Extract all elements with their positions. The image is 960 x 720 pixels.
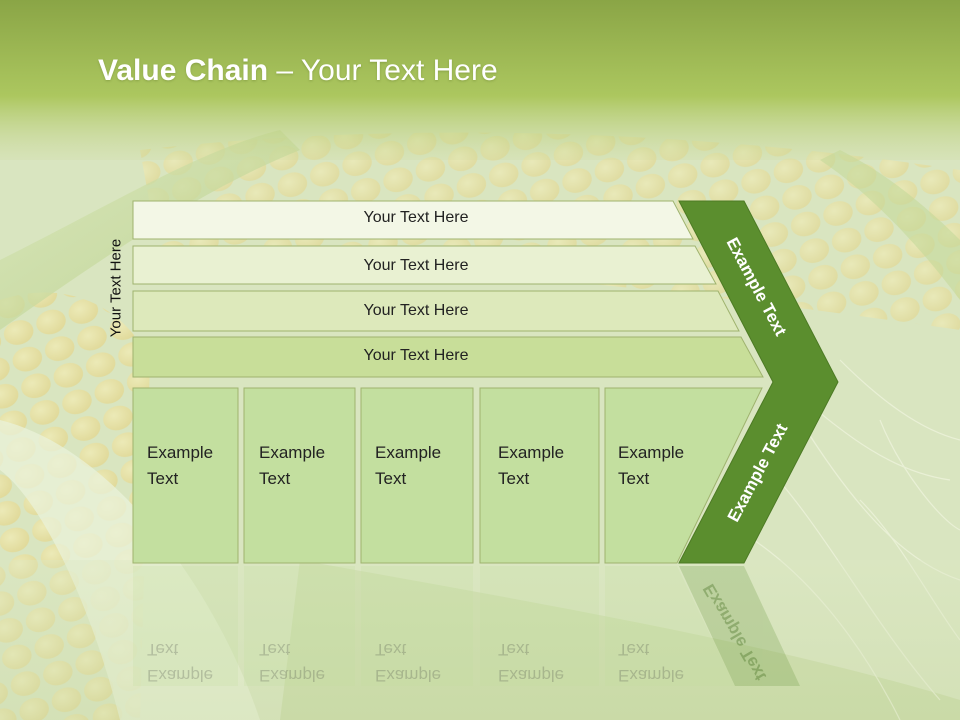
row-bar-2	[132, 245, 717, 285]
row-label-4: Your Text Here	[363, 347, 469, 364]
column-label-5-line1: Example	[618, 443, 685, 462]
column-label-1-reflection: Example Text	[147, 636, 213, 688]
column-label-2-line1: Example	[259, 443, 326, 462]
row-bar-3	[132, 290, 740, 332]
column-label-2-line2: Text	[259, 469, 291, 488]
column-label-3-reflection-line1: Example	[375, 666, 442, 685]
column-label-5-reflection-line1: Example	[618, 666, 685, 685]
column-label-5-reflection: Example Text	[618, 636, 684, 688]
column-box-1	[132, 387, 239, 564]
column-box-5	[604, 387, 763, 564]
row-bar-1	[132, 200, 694, 240]
column-label-3-line2: Text	[375, 469, 407, 488]
column-label-1-reflection-line2: Text	[147, 640, 179, 659]
column-label-2-reflection-line1: Example	[259, 666, 326, 685]
row-label-1: Your Text Here	[363, 209, 469, 226]
column-box-2	[243, 387, 356, 564]
column-label-2-reflection-line2: Text	[259, 640, 291, 659]
column-label-4-reflection-line2: Text	[498, 640, 530, 659]
column-label-1-reflection-line1: Example	[147, 666, 214, 685]
column-box-4	[479, 387, 600, 564]
column-label-3-line1: Example	[375, 443, 442, 462]
column-label-2: Example Text	[259, 440, 325, 492]
column-label-3-reflection-line2: Text	[375, 640, 407, 659]
column-label-1-line2: Text	[147, 469, 179, 488]
column-box-3	[360, 387, 474, 564]
column-label-4-reflection: Example Text	[498, 636, 564, 688]
row-label-2: Your Text Here	[363, 257, 469, 274]
page-title: Value Chain – Your Text Here	[98, 54, 498, 88]
chevron-arrow	[678, 200, 839, 564]
column-label-2-reflection: Example Text	[259, 636, 325, 688]
column-label-4: Example Text	[498, 440, 564, 492]
column-label-1-line1: Example	[147, 443, 214, 462]
column-label-4-line1: Example	[498, 443, 565, 462]
row-label-3: Your Text Here	[363, 302, 469, 319]
column-label-5-line2: Text	[618, 469, 650, 488]
column-label-5-reflection-line2: Text	[618, 640, 650, 659]
column-label-5: Example Text	[618, 440, 684, 492]
column-label-3-reflection: Example Text	[375, 636, 441, 688]
title-rest: – Your Text Here	[268, 54, 498, 87]
title-bold: Value Chain	[98, 54, 269, 87]
row-bar-4	[132, 336, 764, 378]
column-label-4-line2: Text	[498, 469, 530, 488]
column-label-4-reflection-line1: Example	[498, 666, 565, 685]
reflection	[133, 566, 800, 686]
column-label-3: Example Text	[375, 440, 441, 492]
column-label-1: Example Text	[147, 440, 213, 492]
